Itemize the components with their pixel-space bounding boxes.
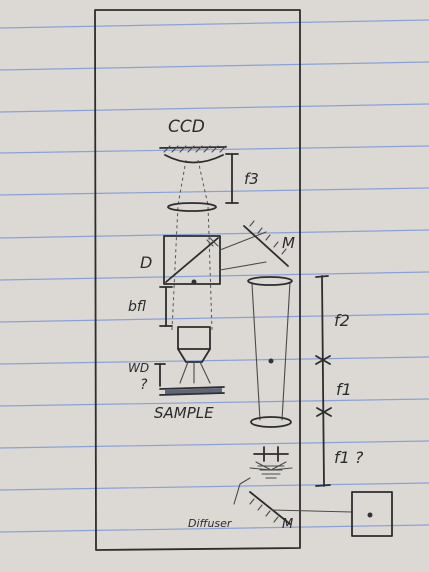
f3-label: f3 [244,170,259,188]
bottom-mirror-label: M [282,517,293,532]
sample-label: SAMPLE [154,404,214,422]
f2-label: f2 [334,311,350,330]
sample-slide [160,387,224,395]
f1-label: f1 [336,380,352,399]
back-focal-point [192,280,197,285]
wd-label: WD [128,361,149,375]
wd-question-label: ? [140,377,148,393]
f1-question-label: f1 ? [334,448,364,467]
ccd-label: CCD [168,117,205,137]
bfl-label: bfl [128,299,146,315]
top-mirror-label: M [282,234,295,252]
intermediate-focal-point [269,359,274,364]
diffuser-label: Diffuser [188,517,233,530]
beamsplitter-label: D [140,253,152,272]
